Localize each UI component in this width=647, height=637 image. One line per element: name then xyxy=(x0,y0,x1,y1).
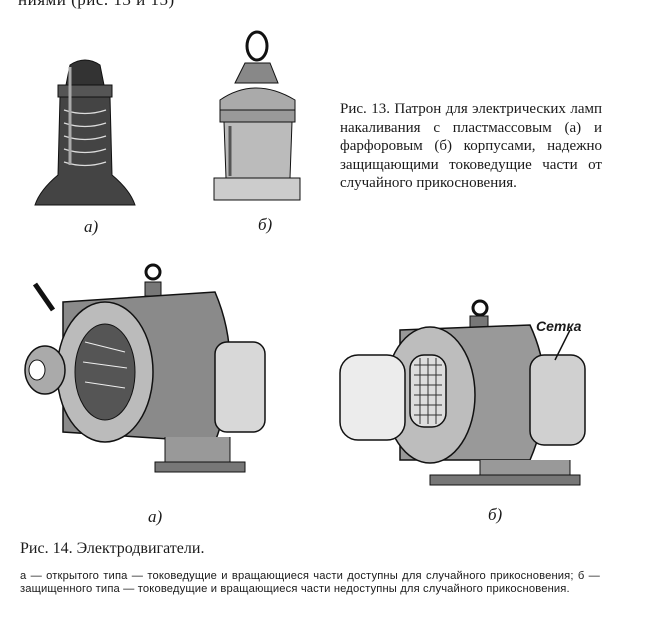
figure14-description: а — открытого типа — токоведущие и враща… xyxy=(20,570,600,595)
top-text-fragment: ниями (рис. 13 и 15) xyxy=(18,0,175,10)
figure14-label-b: б) xyxy=(488,505,503,524)
plastic-socket-illustration xyxy=(34,59,136,206)
mesh-callout-label: Сетка xyxy=(536,318,582,334)
figure13-caption: Рис. 13. Патрон для электрических ламп н… xyxy=(340,101,602,191)
figure14-caption: Рис. 14. Электродвигатели. xyxy=(20,540,205,557)
figure13-label-b: б) xyxy=(258,215,273,234)
porcelain-socket-illustration xyxy=(213,30,301,201)
figure14-label-a: а) xyxy=(148,507,163,526)
protected-motor-illustration xyxy=(339,299,586,486)
open-motor-illustration xyxy=(24,263,266,473)
figure13-label-a: а) xyxy=(84,217,99,236)
